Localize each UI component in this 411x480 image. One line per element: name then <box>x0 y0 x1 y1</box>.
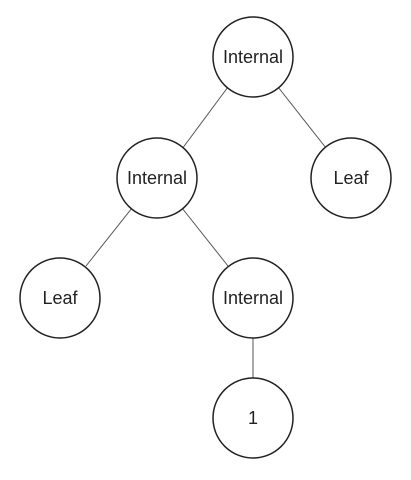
tree-node-lower-internal: Internal <box>212 257 294 339</box>
node-label: Leaf <box>42 288 78 308</box>
node-circle <box>212 257 294 339</box>
tree-node-left-internal: Internal <box>116 137 198 219</box>
node-circle <box>116 137 198 219</box>
tree-node-right-leaf: Leaf <box>310 137 392 219</box>
node-label: Internal <box>223 47 283 67</box>
node-label: Leaf <box>333 168 369 188</box>
node-circle <box>19 257 101 339</box>
edges <box>85 86 327 378</box>
edge-root-to-right-leaf <box>277 86 327 149</box>
tree-node-bottom: 1 <box>212 377 294 459</box>
node-circle <box>310 137 392 219</box>
node-label: 1 <box>248 408 258 428</box>
tree-node-root: Internal <box>212 16 294 98</box>
edge-left-internal-to-lower-internal <box>181 207 229 267</box>
node-label: Internal <box>223 288 283 308</box>
node-circle <box>212 377 294 459</box>
tree-node-left-leaf: Leaf <box>19 257 101 339</box>
node-circle <box>212 16 294 98</box>
node-label: Internal <box>127 168 187 188</box>
edge-root-to-left-internal <box>181 86 229 150</box>
edge-left-internal-to-left-leaf <box>85 207 133 267</box>
